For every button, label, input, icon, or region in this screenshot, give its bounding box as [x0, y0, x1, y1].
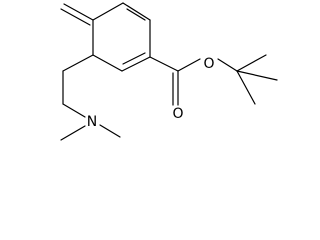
bond-ester-oxygen-tbutyl [217, 58, 238, 72]
bond-ring-top-left [92, 2, 124, 21]
atom-labels: O O N [87, 56, 215, 130]
bond-n-ch2 [62, 103, 86, 118]
bond-ring-bottom-right-inner [122, 52, 146, 65]
bond-tbutyl-up [236, 54, 267, 72]
carbonyl-oxygen-label: O [172, 106, 183, 122]
structure-diagram: O O N [60, 2, 278, 141]
bond-methylene-a [63, 3, 94, 21]
bond-tbutyl-down [236, 70, 256, 105]
bond-ring-top-right-inner [126, 8, 146, 21]
amine-nitrogen-label: N [87, 114, 97, 130]
bond-tbutyl-right [236, 70, 278, 81]
ester-oxygen-label: O [203, 56, 214, 72]
bond-n-methyl-right [99, 124, 121, 138]
bonds [60, 2, 278, 141]
bond-n-methyl-left [60, 125, 86, 141]
bond-ring-bottom-right [121, 56, 151, 72]
bond-ring-bottom-left [92, 54, 123, 72]
bond-ring-top-right [122, 2, 151, 21]
bond-ring-carbonyl [149, 56, 179, 72]
bond-ch2 [62, 54, 94, 72]
bond-methylene-b [60, 8, 91, 26]
bond-carbonyl-ester-oxygen [177, 58, 201, 72]
